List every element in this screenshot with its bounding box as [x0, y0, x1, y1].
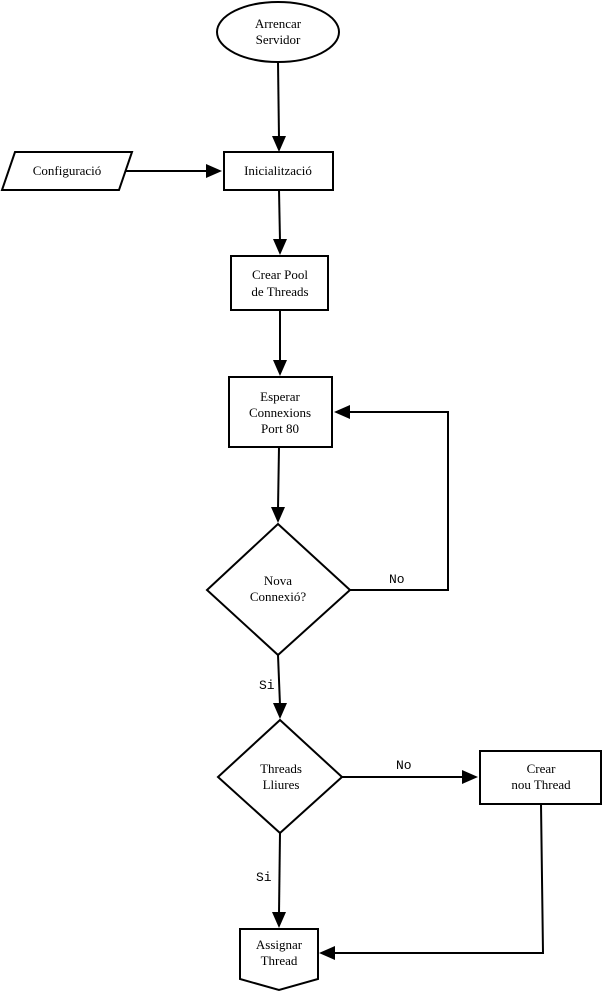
- node-pool-line-2: de Threads: [251, 284, 308, 299]
- node-start-line-1: Arrencar: [255, 16, 302, 31]
- edge-config-to-init: [126, 164, 222, 178]
- node-new-connection: Nova Connexió?: [205, 522, 352, 657]
- node-wait-line-2: Connexions: [249, 405, 311, 420]
- node-assign-thread-line-2: Thread: [261, 953, 298, 968]
- node-create-thread-line-1: Crear: [527, 761, 557, 776]
- node-free-threads-line-2: Lliures: [263, 777, 300, 792]
- edge-start-to-init: [272, 61, 286, 152]
- node-pool-line-1: Crear Pool: [252, 267, 308, 282]
- edge-create-thread-to-assign: [319, 803, 545, 960]
- node-config-line-1: Configuració: [33, 163, 102, 178]
- node-init: Inicialització: [223, 151, 334, 191]
- node-free-threads: Threads Lliures: [216, 718, 344, 835]
- node-assign-thread: Assignar Thread: [239, 928, 319, 992]
- edge-label-free-threads-no: No: [396, 758, 412, 773]
- edge-label-free-threads-yes: Si: [256, 870, 272, 885]
- edge-new-conn-no: No: [334, 405, 449, 591]
- node-config: Configuració: [0, 151, 134, 191]
- node-init-line-1: Inicialització: [244, 163, 312, 178]
- node-new-connection-line-1: Nova: [264, 573, 292, 588]
- node-assign-thread-line-1: Assignar: [256, 937, 303, 952]
- node-start-line-2: Servidor: [256, 32, 301, 47]
- edge-init-to-pool: [273, 189, 287, 255]
- edge-wait-to-new-conn: [271, 446, 285, 523]
- edge-free-threads-yes: Si: [256, 832, 286, 928]
- node-create-thread-line-2: nou Thread: [511, 777, 571, 792]
- edge-new-conn-yes: Si: [259, 654, 287, 719]
- edge-free-threads-no: No: [342, 758, 478, 784]
- node-wait-line-1: Esperar: [260, 389, 300, 404]
- node-new-connection-line-2: Connexió?: [250, 589, 307, 604]
- node-pool: Crear Pool de Threads: [230, 255, 329, 311]
- edge-pool-to-wait: [273, 310, 287, 376]
- node-wait: Esperar Connexions Port 80: [228, 376, 333, 448]
- edge-label-new-conn-yes: Si: [259, 678, 275, 693]
- node-wait-line-3: Port 80: [261, 421, 299, 436]
- node-create-thread: Crear nou Thread: [479, 750, 602, 805]
- edge-label-new-conn-no: No: [389, 572, 405, 587]
- node-free-threads-line-1: Threads: [260, 761, 302, 776]
- node-start: Arrencar Servidor: [216, 1, 340, 63]
